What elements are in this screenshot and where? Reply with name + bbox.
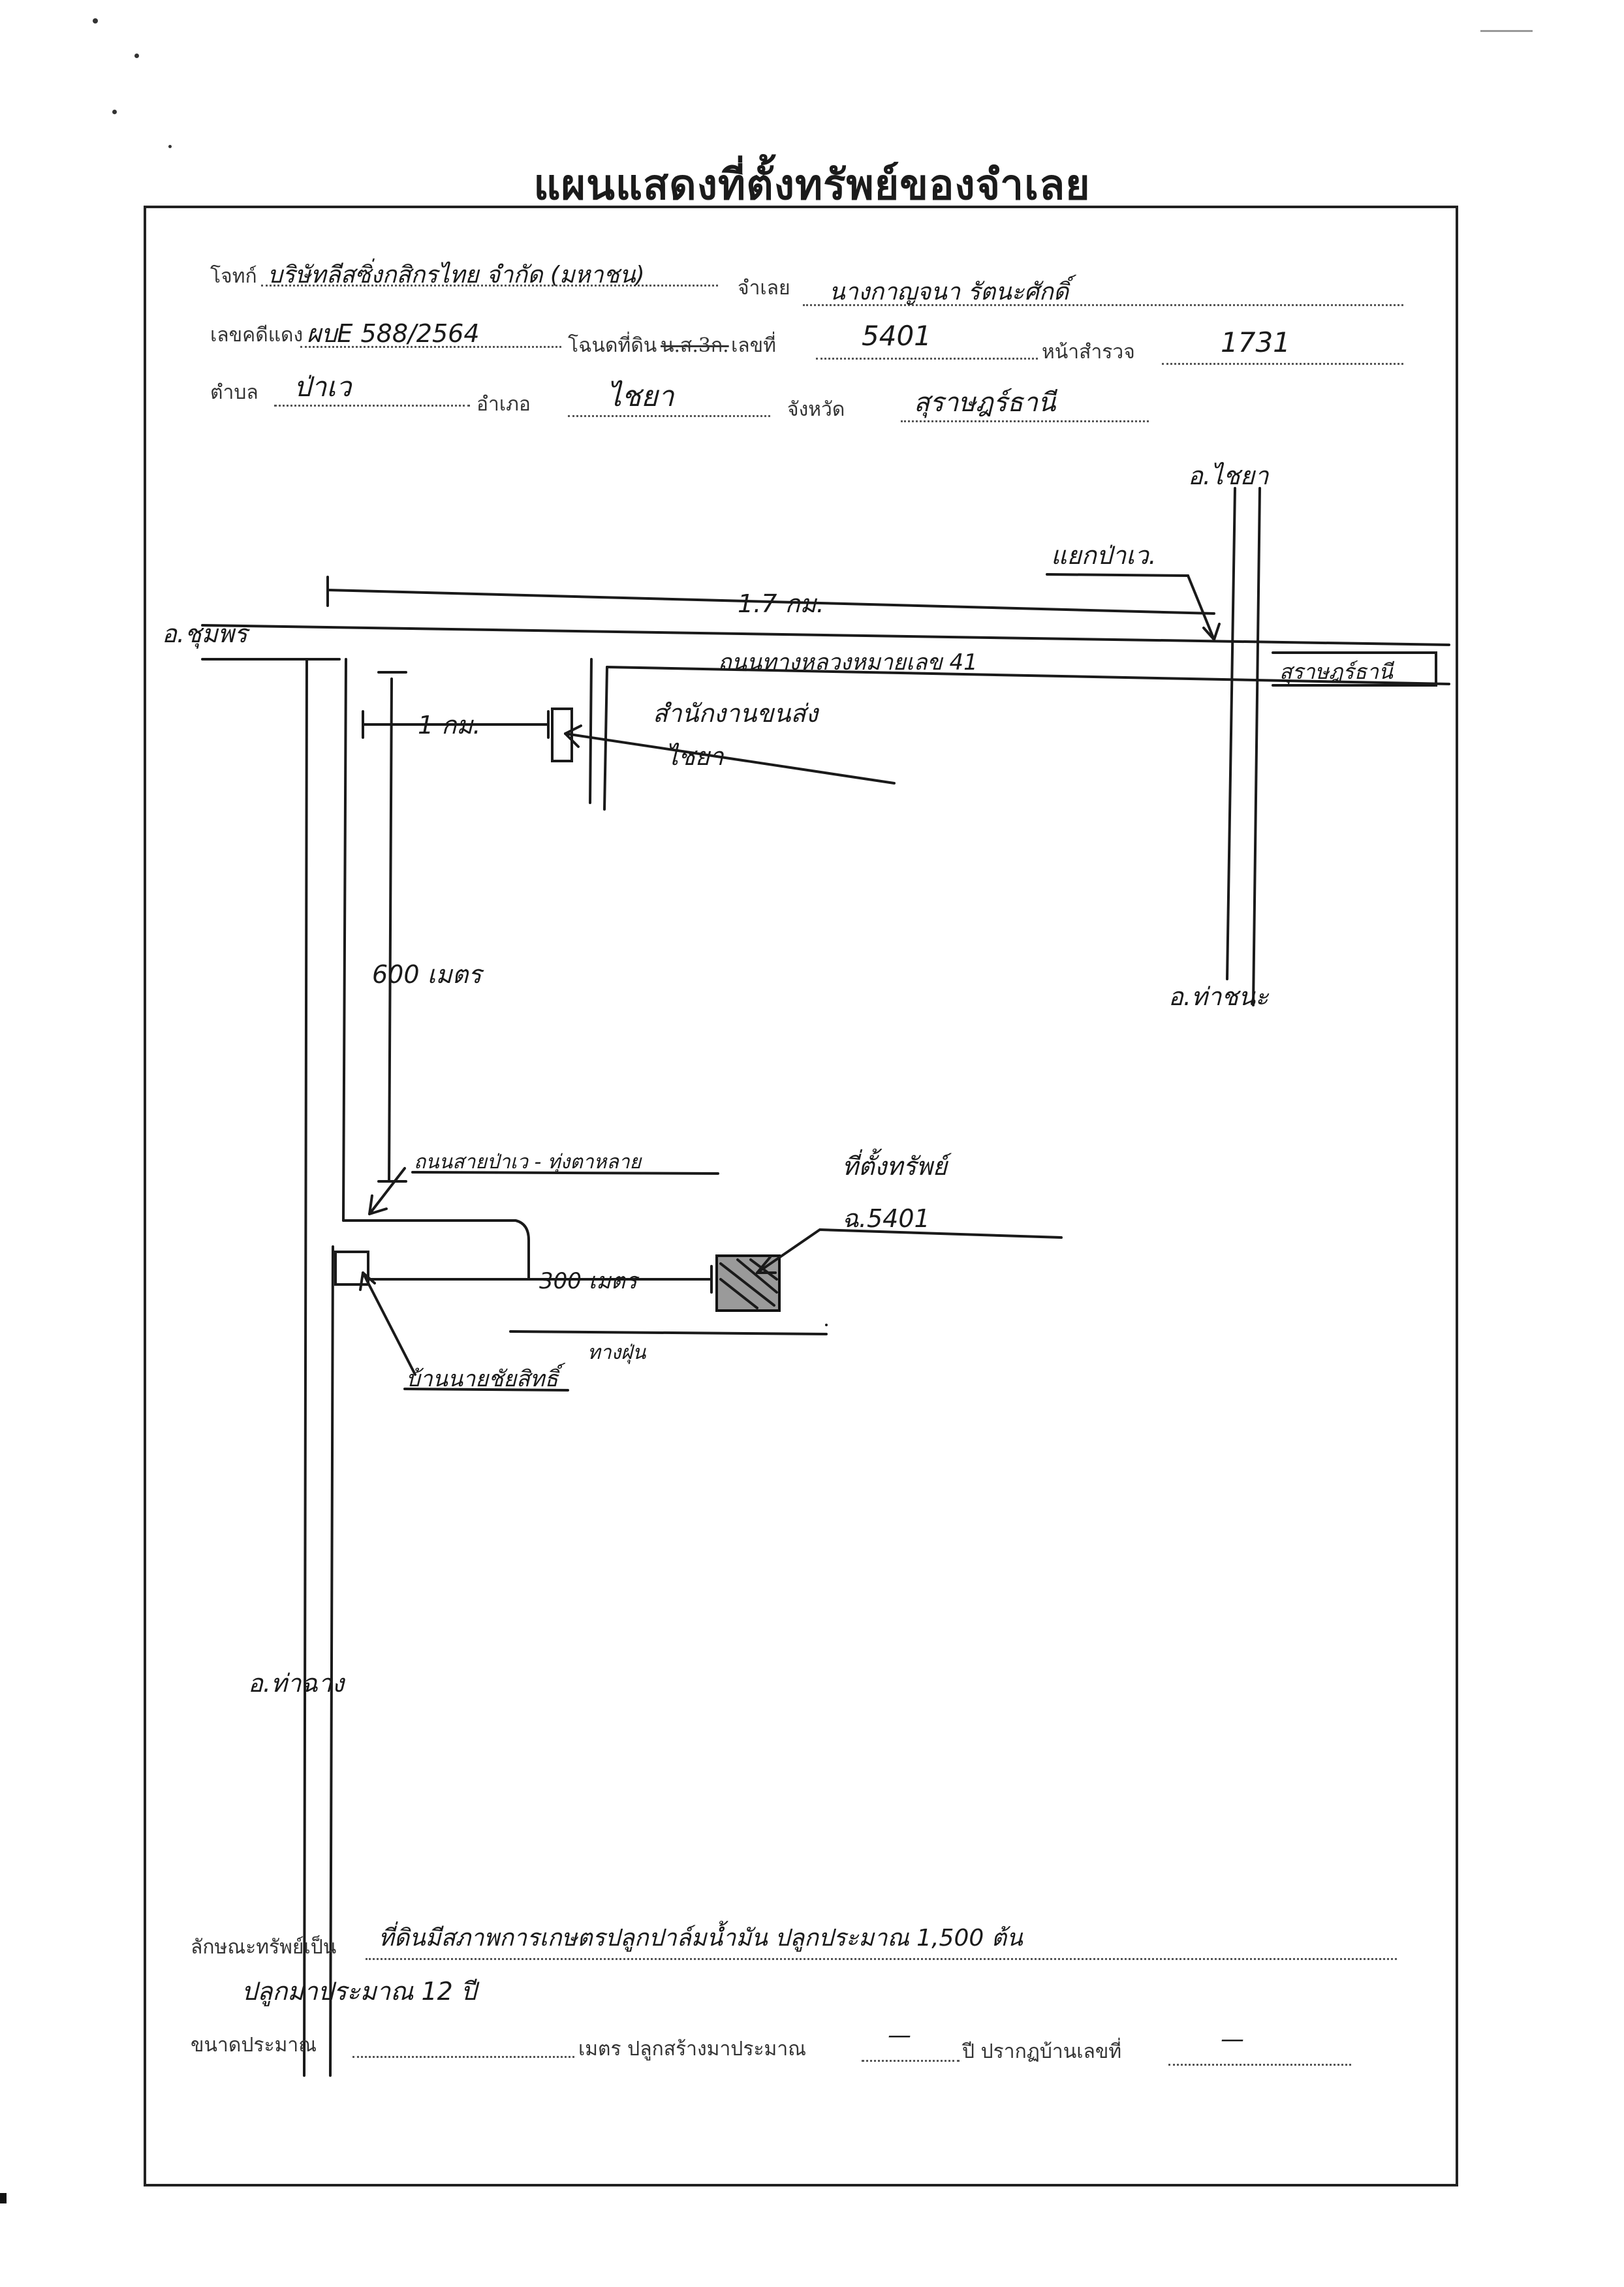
label-dirt-road: ทางฝุ่น (587, 1341, 647, 1364)
district-value: ไชยา (607, 380, 674, 413)
property-hatch (719, 1258, 778, 1309)
label-office-line2: ไชยา (666, 742, 725, 771)
junction-pointer (1046, 573, 1215, 641)
district-dots (568, 415, 770, 417)
house-no-value: — (1221, 2026, 1244, 2053)
deed-struck: น.ส.3ก. (661, 334, 729, 357)
house-box (334, 1251, 369, 1286)
nature-line2: ปลูกมาประมาณ 12 ปี (242, 1977, 477, 2006)
scan-speck (112, 110, 117, 114)
vertical-road-right (342, 658, 347, 1222)
deed-dots (816, 358, 1038, 360)
scan-corner-mark (0, 2193, 7, 2203)
highway-bottom-edge-2 (606, 666, 1450, 685)
north-road-right (1252, 487, 1261, 1006)
road-name-underline (411, 1171, 719, 1175)
office-road-right (603, 666, 608, 811)
office-arrowhead (564, 724, 582, 748)
plaintiff-label: โจทก์ (210, 265, 257, 288)
office-road-left (589, 658, 593, 804)
label-to-tha-chana: อ.ท่าชนะ (1168, 982, 1270, 1011)
district-label: อำเภอ (476, 393, 531, 416)
deed-value: 5401 (862, 320, 931, 352)
province-value: สุราษฎร์ธานี (914, 388, 1056, 418)
office-pointer (564, 732, 896, 785)
scan-speck (168, 145, 172, 148)
lower-left-road (329, 1245, 334, 2077)
page-title: แผนแสดงที่ตั้งทรัพย์ของจำเลย (533, 161, 1091, 210)
case-label: เลขคดีแดง (210, 324, 304, 347)
house-pointer (362, 1271, 416, 1376)
label-junction: แยกป่าเว. (1051, 541, 1157, 570)
label-office-line1: สำนักงานขนส่ง (653, 699, 820, 728)
case-value: ผบE 588/2564 (307, 319, 480, 348)
north-road-left (1226, 487, 1236, 980)
label-road-name: ถนนสายป่าเว - ทุ่งตาหลาย (414, 1151, 643, 1174)
house-arrowhead (359, 1271, 376, 1291)
size-unit: เมตร ปลูกสร้างมาประมาณ (578, 2038, 807, 2061)
deed-no-label: เลขที่ (731, 334, 776, 357)
vertical-road-inner (388, 677, 393, 1183)
size-dots (352, 2056, 574, 2058)
province-label: จังหวัด (787, 398, 845, 421)
label-to-surat: สุราษฎร์ธานี (1279, 659, 1394, 685)
plaintiff-value: บริษัทลีสซิ่งกสิกรไทย จำกัด (มหาชน) (268, 262, 645, 288)
scan-speck (93, 18, 98, 23)
nature-label: ลักษณะทรัพย์เป็น (191, 1936, 337, 1959)
nature-dots (366, 1958, 1397, 1960)
size-label: ขนาดประมาณ (191, 2034, 317, 2057)
plaintiff-dots (261, 285, 718, 287)
label-distance-1km: 1 กม. (418, 711, 480, 739)
defendant-value: นางกาญจนา รัตนะศักดิ์ (829, 279, 1069, 305)
label-to-chaiya-north: อ.ไชยา (1188, 461, 1270, 490)
house-no-dots (1168, 2064, 1351, 2066)
subdistrict-label: ตำบล (210, 381, 258, 404)
case-dots (300, 346, 561, 348)
label-to-chumphon: อ.ชุมพร (162, 619, 251, 649)
survey-label: หน้าสำรวจ (1042, 341, 1135, 364)
label-property-line2: ฉ.5401 (842, 1204, 930, 1233)
province-dots (901, 420, 1149, 422)
dim-7km-line (326, 589, 1215, 615)
map-frame (144, 206, 1458, 2186)
built-value: — (888, 2022, 911, 2049)
survey-value: 1731 (1221, 326, 1290, 358)
scan-speck (134, 54, 139, 58)
label-distance-300m: 300 เมตร (539, 1268, 640, 1294)
house-underline (403, 1388, 569, 1392)
side-road-bottom (509, 1330, 828, 1335)
built-dots (862, 2060, 960, 2062)
label-house: บ้านนายชัยสิทธิ์ (406, 1362, 566, 1392)
label-highway: ถนนทางหลวงหมายเลข 41 (718, 649, 978, 676)
road-arrowhead (368, 1194, 388, 1215)
surat-box (1272, 651, 1437, 687)
scan-mark (1480, 30, 1533, 32)
subdistrict-value: ป่าเว (294, 371, 352, 403)
deed-label: โฉนดที่ดิน (568, 334, 657, 357)
label-distance-7km: 1.7 กม. (738, 589, 824, 618)
nature-line1: ที่ดินมีสภาพการเกษตรปลูกปาล์มน้ำมัน ปลูก… (379, 1925, 1023, 1952)
label-distance-600m: 600 เมตร (372, 960, 484, 989)
vertical-road-left (303, 658, 308, 2077)
defendant-label: จำเลย (738, 277, 790, 300)
built-unit: ปี ปรากฏบ้านเลขที่ (962, 2040, 1122, 2063)
survey-dots (1162, 363, 1403, 365)
lower-junction-top (342, 1219, 530, 1281)
subdistrict-dots (274, 405, 470, 407)
label-property-line1: ที่ตั้งทรัพย์ (842, 1148, 952, 1181)
defendant-dots (803, 304, 1403, 306)
highway-top-edge (201, 624, 1450, 646)
label-to-south: อ.ท่าฉาง (248, 1669, 346, 1698)
property-pointer (756, 1228, 1063, 1274)
junction-arrowhead (1202, 623, 1221, 642)
road-pointer (368, 1167, 406, 1215)
